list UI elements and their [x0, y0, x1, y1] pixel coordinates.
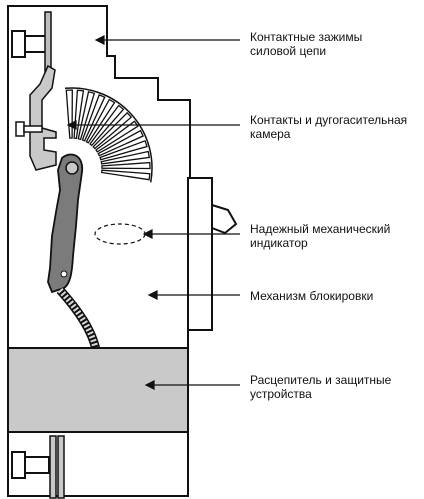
callout-trip-unit-line2: устройства — [250, 387, 312, 401]
callout-mechanism-line1: Механизм блокировки — [250, 289, 374, 303]
callout-trip-unit: Расцепитель и защитные устройства — [250, 373, 391, 401]
arc-chute-plate — [101, 161, 151, 170]
arrow-icon — [147, 290, 158, 300]
arrow-icon — [144, 380, 155, 390]
moving-contact-arm — [47, 153, 84, 294]
arrow-icon — [66, 120, 77, 130]
arc-chute-plate — [95, 120, 139, 153]
bottom-terminal-clamp — [7, 431, 189, 499]
arc-chute — [64, 87, 153, 183]
arc-chute-plate — [81, 94, 106, 142]
fixed-contact-bar — [29, 64, 57, 171]
pivot-pin — [60, 270, 68, 278]
actuator-housing — [187, 177, 213, 331]
toggle-lever — [211, 203, 238, 235]
arrow-icon — [142, 229, 153, 239]
trip-unit-block — [7, 347, 189, 433]
arc-chute-plate — [92, 111, 133, 150]
callout-contacts-line2: камера — [250, 127, 291, 141]
callout-terminals: Контактные зажимы силовой цепи — [250, 30, 362, 58]
contact-screw-icon — [15, 121, 43, 137]
arc-chute-plate — [77, 91, 96, 141]
arc-chute-plate — [85, 98, 116, 144]
arc-chute-outer-edge — [64, 87, 153, 183]
callout-indicator: Надежный механический индикатор — [250, 222, 390, 250]
callout-indicator-line1: Надежный механический — [250, 222, 391, 236]
top-terminal-clamp — [11, 11, 52, 73]
arc-chute-plate — [100, 169, 151, 181]
arm-contact-tip — [65, 161, 79, 175]
callout-leaders — [66, 35, 240, 390]
callout-terminals-line2: силовой цепи — [250, 44, 327, 58]
arc-chute-plate — [100, 150, 151, 165]
callout-contacts-line1: Контакты и дугогасительная — [250, 113, 408, 127]
braided-conductor-inner — [57, 287, 99, 351]
arc-chute-plate — [99, 139, 148, 161]
callout-indicator-line2: индикатор — [250, 236, 308, 250]
arc-chute-plate — [97, 129, 144, 157]
callout-mechanism: Механизм блокировки — [250, 289, 373, 303]
arrow-icon — [94, 35, 105, 45]
callout-trip-unit-line1: Расцепитель и защитные — [250, 373, 392, 387]
callout-terminals-line1: Контактные зажимы — [250, 30, 363, 44]
callout-contacts: Контакты и дугогасительная камера — [250, 113, 407, 141]
